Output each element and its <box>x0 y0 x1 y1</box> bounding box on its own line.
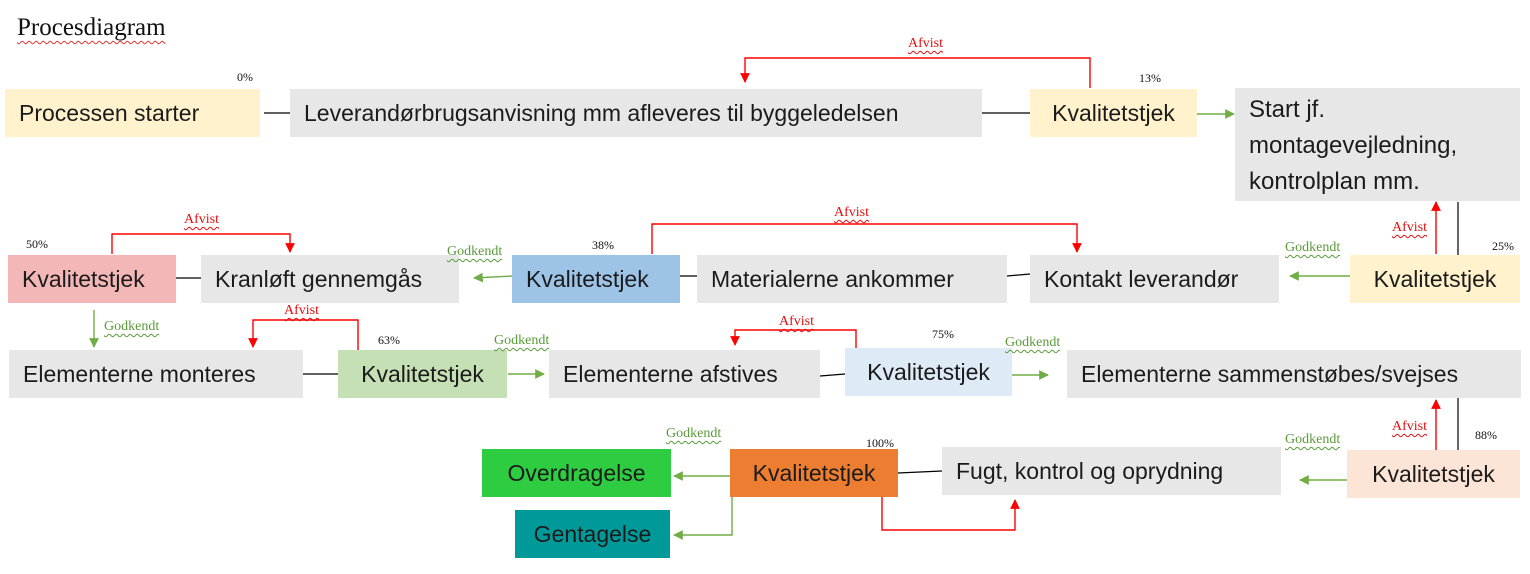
contact-supplier-box: Kontakt leverandør <box>1030 255 1279 303</box>
supplier-instructions-box: Leverandørbrugsanvisning mm afleveres ti… <box>290 89 982 137</box>
elements-mounted-box: Elementerne monteres <box>9 350 303 398</box>
approved-arrows <box>89 109 1350 540</box>
start-assembly-box: Start jf. montagevejledning, kontrolplan… <box>1235 88 1520 201</box>
page-title: Procesdiagram <box>17 14 166 41</box>
percent-label-88: 88% <box>1475 428 1497 442</box>
approved-label: Godkendt <box>104 319 160 334</box>
approved-label: Godkendt <box>494 333 550 348</box>
percent-label-63: 63% <box>378 333 400 347</box>
approved-label: Godkendt <box>447 244 503 259</box>
rejected-label: Afvist <box>908 36 943 51</box>
percent-label-0: 0% <box>237 70 253 84</box>
handover-box: Overdragelse <box>482 449 671 497</box>
rejected-label: Afvist <box>184 212 219 227</box>
quality-check-box-25: Kvalitetstjek <box>1350 255 1520 303</box>
rejected-loops <box>111 57 1441 531</box>
approved-label: Godkendt <box>1285 432 1341 447</box>
percent-label-25: 25% <box>1492 239 1514 253</box>
elements-cast-welded-box: Elementerne sammenstøbes/svejses <box>1067 350 1521 398</box>
percent-label-38: 38% <box>592 238 614 252</box>
rejected-label: Afvist <box>1392 419 1427 434</box>
plain-connectors <box>176 112 1459 474</box>
joints-control-cleanup-box: Fugt, kontrol og oprydning <box>942 447 1281 495</box>
quality-check-box-13: Kvalitetstjek <box>1030 89 1197 137</box>
rejected-label: Afvist <box>834 205 869 220</box>
approved-label: Godkendt <box>666 426 722 441</box>
materials-arrive-box: Materialerne ankommer <box>697 255 1007 303</box>
process-start-box: Processen starter <box>5 89 260 137</box>
quality-check-box-88: Kvalitetstjek <box>1347 450 1520 498</box>
quality-check-box-50: Kvalitetstjek <box>8 255 176 303</box>
quality-check-box-63: Kvalitetstjek <box>338 350 507 398</box>
rejected-label: Afvist <box>284 303 319 318</box>
rejected-label: Afvist <box>779 314 814 329</box>
elements-braced-box: Elementerne afstives <box>549 350 820 398</box>
quality-check-box-75: Kvalitetstjek <box>845 348 1012 396</box>
repetition-box: Gentagelse <box>515 510 670 558</box>
percent-label-50: 50% <box>26 237 48 251</box>
quality-check-box-100: Kvalitetstjek <box>730 449 898 497</box>
percent-label-100: 100% <box>866 436 894 450</box>
crane-lift-box: Kranløft gennemgås <box>201 255 459 303</box>
approved-label: Godkendt <box>1005 335 1061 350</box>
approved-label: Godkendt <box>1285 240 1341 255</box>
percent-label-13: 13% <box>1139 71 1161 85</box>
quality-check-box-38: Kvalitetstjek <box>512 255 680 303</box>
percent-label-75: 75% <box>932 327 954 341</box>
rejected-label: Afvist <box>1392 220 1427 235</box>
